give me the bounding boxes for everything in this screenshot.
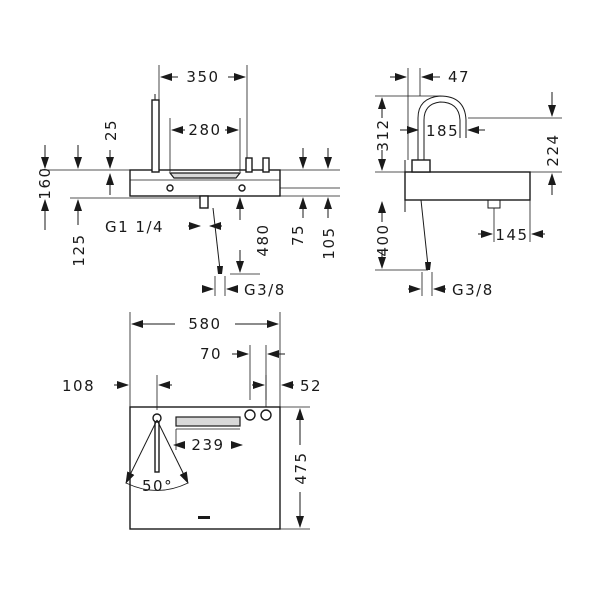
basin-top-tray xyxy=(175,416,241,427)
handle-top-right xyxy=(260,409,272,421)
dim-160-label: 160 xyxy=(36,166,54,199)
dim-52-label: 52 xyxy=(300,377,322,395)
drain-top xyxy=(198,516,210,519)
dim-280-label: 280 xyxy=(188,121,221,139)
drain-front xyxy=(199,195,209,209)
dim-475-label: 475 xyxy=(292,451,310,484)
overflow-left xyxy=(166,184,174,192)
dim-350-label: 350 xyxy=(186,68,219,86)
dim-580-label: 580 xyxy=(188,315,221,333)
overflow-right xyxy=(238,184,246,192)
dim-angle-label: 50° xyxy=(142,477,173,495)
handle-top-left xyxy=(244,409,256,421)
dim-185-label: 185 xyxy=(426,122,459,140)
dim-thread-g38-side-label: G3/8 xyxy=(452,281,494,299)
dim-75-label: 75 xyxy=(289,224,307,246)
front-view: 350 280 25 160 125 G1 1/4 480 xyxy=(36,65,340,299)
dim-47-label: 47 xyxy=(448,68,470,86)
dim-224-label: 224 xyxy=(544,133,562,166)
handle-right xyxy=(262,157,270,173)
basin-side-body xyxy=(404,171,531,201)
dim-312-label: 312 xyxy=(374,118,392,151)
supply-hose-front xyxy=(212,207,221,271)
dim-thread-g1-label: G1 1/4 xyxy=(105,218,164,236)
dim-105-label: 105 xyxy=(320,226,338,259)
basin-front-bowl xyxy=(168,172,242,179)
dim-108-label: 108 xyxy=(62,377,95,395)
dim-400-label: 400 xyxy=(374,223,392,256)
dim-145-label: 145 xyxy=(495,226,528,244)
drain-side xyxy=(487,200,501,209)
side-view: 47 312 185 224 400 145 G3/8 xyxy=(374,68,562,299)
dim-125-label: 125 xyxy=(70,233,88,266)
dim-thread-g38-front-label: G3/8 xyxy=(244,281,286,299)
top-view: 50° 580 70 108 52 239 475 xyxy=(62,312,322,530)
dim-70-label: 70 xyxy=(200,345,222,363)
supply-hose-side xyxy=(420,199,429,267)
dim-239-label: 239 xyxy=(191,436,224,454)
dim-480-label: 480 xyxy=(254,223,272,256)
dim-25-label: 25 xyxy=(102,119,120,141)
spout-column xyxy=(151,99,160,173)
handle-left xyxy=(245,157,253,173)
